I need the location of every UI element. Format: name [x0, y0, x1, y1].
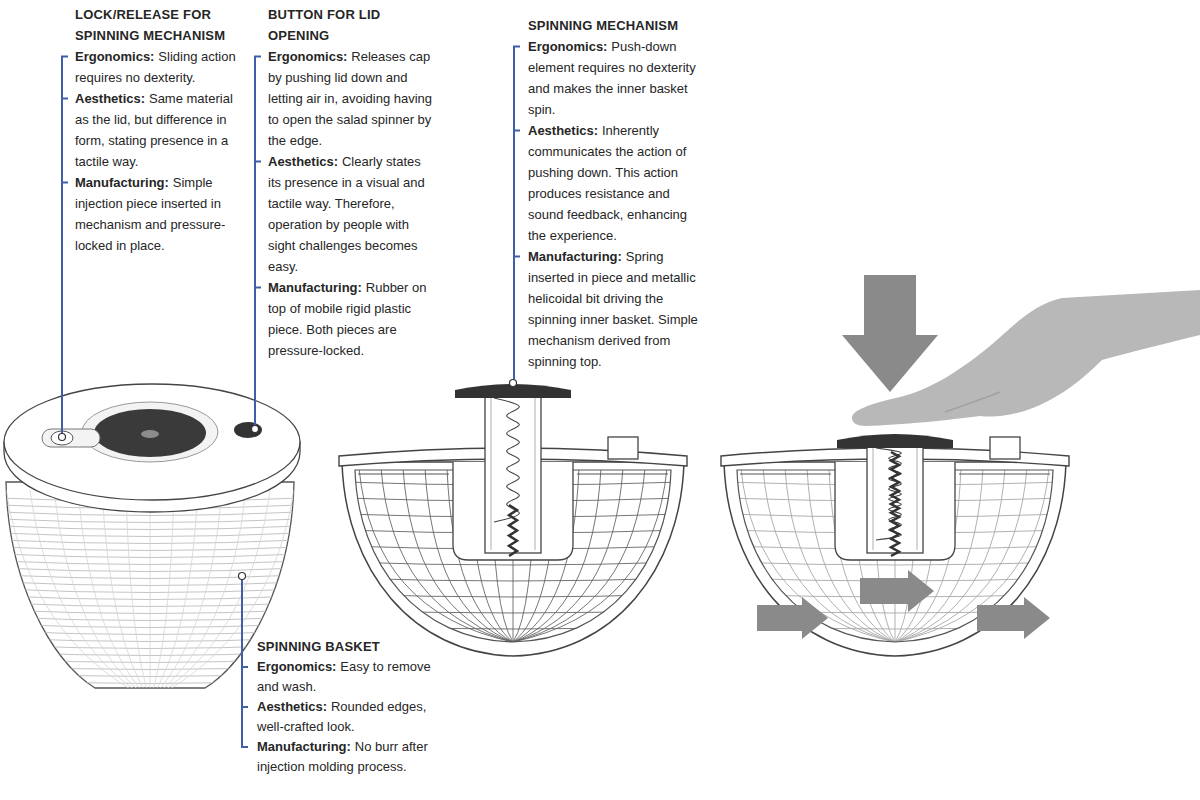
- spin-arrow: [757, 597, 828, 639]
- basket-texture: [0, 490, 300, 700]
- leader-tick: [254, 56, 261, 58]
- annotation-heading: SPINNING BASKET: [257, 637, 447, 657]
- hand-shape: [852, 290, 1200, 426]
- basket-line: [150, 490, 246, 700]
- attribute-text: Inherently communicates the action of pu…: [528, 123, 687, 243]
- leader-dot: [59, 434, 66, 441]
- annotation-paragraph: Ergonomics:Releases cap by pushing lid d…: [268, 46, 433, 151]
- spinner-section: [339, 384, 687, 656]
- annotation-paragraph: Aesthetics:Clearly states its presence i…: [268, 151, 433, 277]
- leader-tick: [61, 56, 68, 58]
- leader-bracket: [239, 573, 249, 748]
- leader-tick: [513, 256, 520, 258]
- push-arrow: [842, 275, 938, 392]
- spring: [494, 398, 519, 522]
- spinner-view: [0, 384, 300, 700]
- annotation-paragraph: Ergonomics:Sliding action requires no de…: [75, 46, 245, 88]
- basket-line: [150, 490, 222, 700]
- leader-tick: [241, 746, 248, 748]
- leader-tick: [254, 287, 261, 289]
- spinner-section: [721, 434, 1069, 656]
- attribute-term: Ergonomics:: [257, 659, 336, 674]
- leader-dot: [239, 573, 246, 580]
- knob-center: [141, 430, 159, 438]
- basket-line: [150, 490, 174, 700]
- leader-dot: [252, 426, 259, 433]
- push-cap: [837, 434, 953, 448]
- annotation-block: SPINNING BASKETErgonomics:Easy to remove…: [257, 637, 447, 777]
- leader-line: [513, 47, 515, 384]
- finger-crease: [945, 392, 1000, 412]
- leader-line: [254, 57, 256, 430]
- helicoidal-bit: [891, 452, 899, 556]
- knob-ring: [82, 402, 218, 462]
- leader-dot: [510, 380, 517, 387]
- leader-line: [61, 57, 63, 438]
- attribute-text: Spring inserted in piece and metallic he…: [528, 249, 698, 369]
- leader-bracket: [510, 47, 521, 387]
- leader-tick: [513, 46, 520, 48]
- basket-line: [6, 490, 150, 700]
- annotation-block: BUTTON FOR LID OPENINGErgonomics:Release…: [268, 4, 433, 361]
- annotation-block: LOCK/RELEASE FOR SPINNING MECHANISMErgon…: [75, 4, 245, 256]
- attribute-term: Aesthetics:: [257, 699, 327, 714]
- helicoidal-bit: [509, 505, 517, 556]
- leader-bracket: [252, 57, 262, 433]
- basket-line: [78, 490, 150, 700]
- attribute-term: Ergonomics:: [75, 49, 154, 64]
- attribute-term: Ergonomics:: [528, 39, 607, 54]
- lock-slider: [51, 431, 73, 445]
- attribute-term: Aesthetics:: [268, 154, 338, 169]
- attribute-term: Aesthetics:: [75, 91, 145, 106]
- annotation-paragraph: Ergonomics:Easy to remove and wash.: [257, 657, 447, 697]
- leader-tick: [254, 161, 261, 163]
- attribute-term: Ergonomics:: [268, 49, 347, 64]
- annotation-paragraph: Manufacturing:Rubber on top of mobile ri…: [268, 277, 433, 361]
- leader-tick: [513, 130, 520, 132]
- basket-line: [102, 490, 150, 700]
- attribute-term: Manufacturing:: [268, 280, 362, 295]
- annotation-paragraph: Manufacturing:Simple injection piece ins…: [75, 172, 245, 256]
- motion-arrows: [757, 275, 1050, 639]
- attribute-text: Clearly states its presence in a visual …: [268, 154, 425, 274]
- cross-sections: [339, 384, 1069, 656]
- basket-line: [150, 490, 270, 700]
- annotation-heading: BUTTON FOR LID OPENING: [268, 4, 433, 46]
- annotation-paragraph: Aesthetics:Same material as the lid, but…: [75, 88, 245, 172]
- annotation-heading: SPINNING MECHANISM: [528, 15, 698, 36]
- lid-latch: [990, 437, 1020, 459]
- hand: [852, 290, 1200, 426]
- lid-button: [234, 422, 262, 438]
- leader-bracket: [59, 57, 69, 441]
- lock-slot: [42, 429, 100, 447]
- leader-tick: [61, 98, 68, 100]
- leader-tick: [241, 666, 248, 668]
- annotation-block: SPINNING MECHANISMErgonomics:Push-down e…: [528, 15, 698, 372]
- attribute-term: Manufacturing:: [257, 739, 351, 754]
- spin-arrow: [977, 597, 1050, 639]
- leader-tick: [241, 706, 248, 708]
- annotation-paragraph: Ergonomics:Push-down element requires no…: [528, 36, 698, 120]
- annotation-paragraph: Manufacturing:No burr after injection mo…: [257, 737, 447, 777]
- leader-lines: [59, 47, 521, 748]
- attribute-term: Manufacturing:: [75, 175, 169, 190]
- basket-line: [126, 490, 150, 700]
- lid-latch: [608, 437, 638, 459]
- attribute-term: Aesthetics:: [528, 123, 598, 138]
- leader-line: [241, 576, 243, 747]
- annotation-paragraph: Aesthetics:Inherently communicates the a…: [528, 120, 698, 246]
- annotation-paragraph: Aesthetics:Rounded edges, well-crafted l…: [257, 697, 447, 737]
- leader-tick: [61, 182, 68, 184]
- annotation-paragraph: Manufacturing:Spring inserted in piece a…: [528, 246, 698, 372]
- basket-line: [30, 490, 150, 700]
- annotation-heading: LOCK/RELEASE FOR SPINNING MECHANISM: [75, 4, 245, 46]
- push-knob: [94, 409, 206, 457]
- spin-arrow: [860, 570, 934, 612]
- attribute-term: Manufacturing:: [528, 249, 622, 264]
- basket-line: [150, 490, 151, 700]
- basket-line: [54, 490, 150, 700]
